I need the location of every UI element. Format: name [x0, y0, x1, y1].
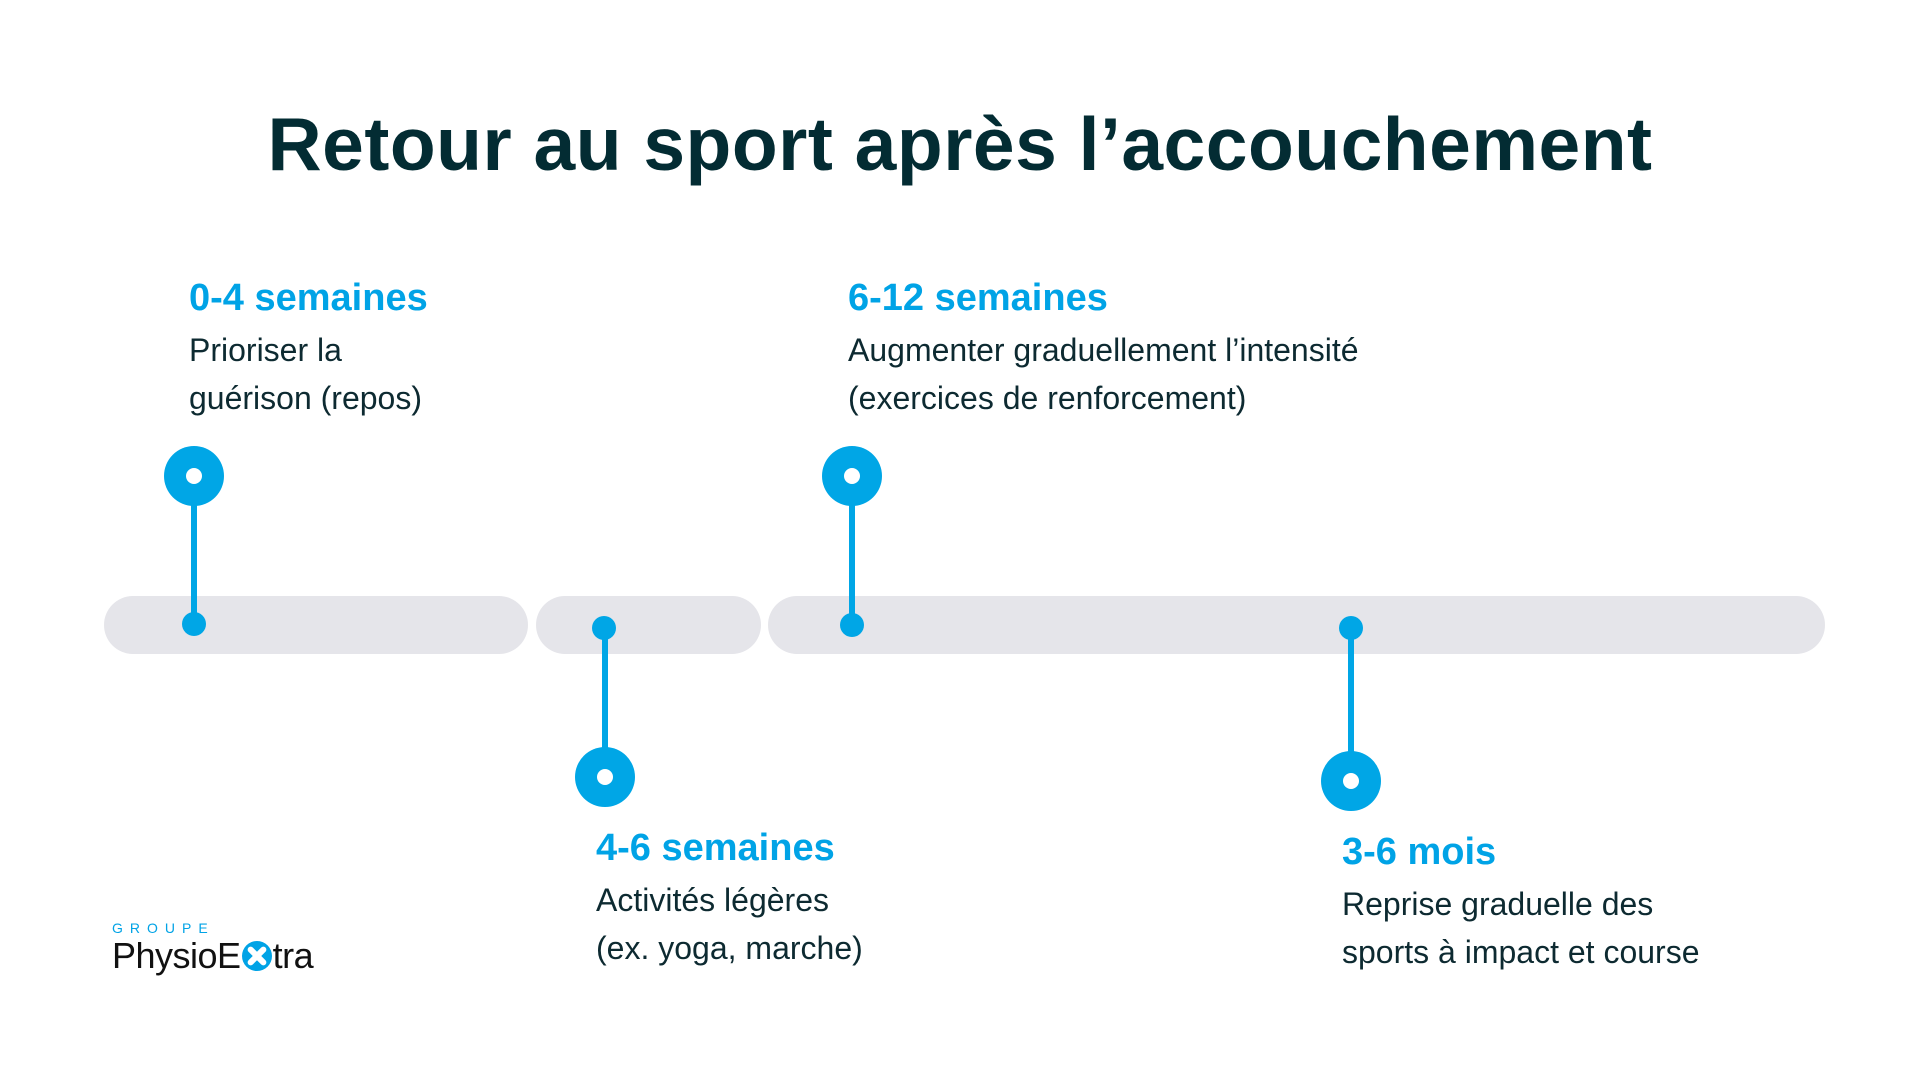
- logo-groupe-text: GROUPE: [112, 920, 215, 936]
- logo-brand-text-left: PhysioE: [112, 935, 241, 976]
- milestone-description-line: sports à impact et course: [1342, 934, 1700, 970]
- logo-brand-text-right: tra: [272, 935, 314, 976]
- milestone-3-anchor-dot: [840, 613, 864, 637]
- milestone-3-label: 6-12 semaines Augmenter graduellement l’…: [848, 276, 1359, 422]
- milestone-2-anchor-dot: [592, 616, 616, 640]
- milestone-4-label: 3-6 mois Reprise graduelle des sports à …: [1342, 830, 1699, 976]
- milestone-4-marker-icon: [1321, 751, 1381, 811]
- milestone-1-connector: [191, 500, 197, 624]
- milestone-period: 3-6 mois: [1342, 831, 1497, 873]
- milestone-description-line: Prioriser la: [189, 332, 342, 368]
- milestone-description-line: (exercices de renforcement): [848, 380, 1247, 416]
- milestone-description-line: Reprise graduelle des: [1342, 886, 1654, 922]
- milestone-4-anchor-dot: [1339, 616, 1363, 640]
- milestone-3-connector: [849, 500, 855, 624]
- milestone-description-line: guérison (repos): [189, 380, 422, 416]
- timeline-bar-segment-1: [104, 596, 528, 654]
- milestone-period: 6-12 semaines: [848, 277, 1108, 319]
- milestone-2-marker-icon: [575, 747, 635, 807]
- milestone-1-anchor-dot: [182, 612, 206, 636]
- milestone-period: 0-4 semaines: [189, 277, 428, 319]
- timeline-bar-segment-3: [768, 596, 1825, 654]
- timeline-bar-segment-2: [536, 596, 761, 654]
- milestone-2-label: 4-6 semaines Activités légères (ex. yoga…: [596, 826, 863, 972]
- milestone-1-marker-icon: [164, 446, 224, 506]
- milestone-description-line: Augmenter graduellement l’intensité: [848, 332, 1359, 368]
- milestone-4-connector: [1348, 628, 1354, 756]
- milestone-description-line: (ex. yoga, marche): [596, 930, 863, 966]
- page-title: Retour au sport après l’accouchement: [267, 102, 1653, 186]
- milestone-3-marker-icon: [822, 446, 882, 506]
- milestone-description-line: Activités légères: [596, 882, 829, 918]
- cross-x-icon: [241, 941, 272, 971]
- milestone-2-connector: [602, 628, 608, 752]
- milestone-period: 4-6 semaines: [596, 827, 835, 869]
- physioextra-logo: GROUPE PhysioE tra: [112, 920, 314, 976]
- milestone-1-label: 0-4 semaines Prioriser la guérison (repo…: [189, 276, 428, 422]
